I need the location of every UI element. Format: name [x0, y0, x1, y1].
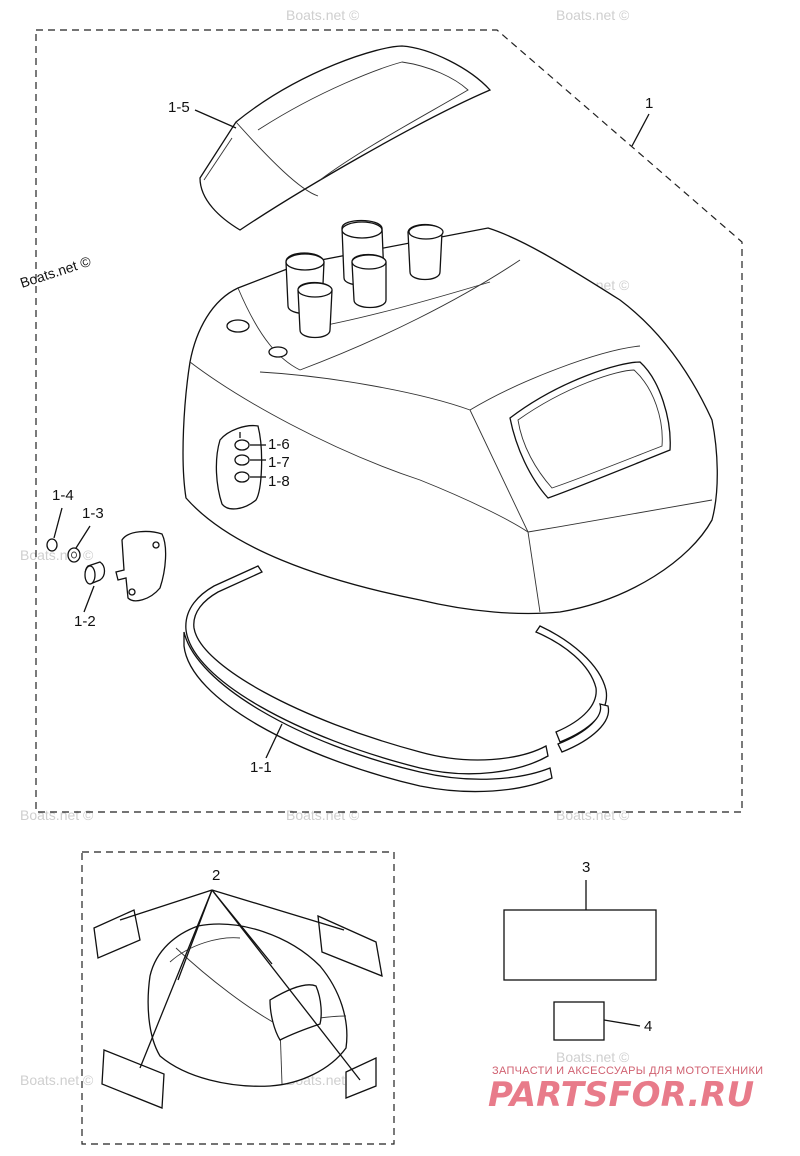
brand-subtitle: ЗАПЧАСТИ И АКСЕССУАРЫ ДЛЯ МОТОТЕХНИКИ: [492, 1065, 763, 1077]
leader-1-3: [75, 525, 91, 549]
leader-4: [603, 1019, 641, 1027]
watermark: Boats.net ©: [556, 807, 630, 823]
callout-1-3: 1-3: [82, 505, 104, 522]
watermark: Boats.net ©: [286, 7, 360, 23]
callout-1-4: 1-4: [52, 487, 74, 504]
top-cap-part: [199, 45, 492, 231]
group-boundary-2: [81, 851, 395, 1145]
callout-2: 2: [212, 867, 220, 884]
leader-1-2: [83, 585, 95, 613]
watermark: Boats.net ©: [556, 1049, 630, 1065]
watermark: Boats.net ©: [20, 807, 94, 823]
cowling-seal: [183, 565, 610, 793]
part-3-label-plate: [503, 909, 657, 981]
leader-1-1: [265, 723, 283, 759]
leader-1-4: [53, 507, 63, 539]
watermark: Boats.net ©: [556, 7, 630, 23]
intake-stacks: [285, 219, 444, 339]
callout-4: 4: [644, 1018, 652, 1035]
group-boundary-1: [35, 29, 743, 813]
latch-hardware: [46, 530, 167, 602]
watermark: Boats.net ©: [20, 1072, 94, 1088]
part-4-label-plate: [553, 1001, 605, 1041]
leader-1-5: [194, 109, 237, 129]
callout-1-1: 1-1: [250, 759, 272, 776]
callout-1-2: 1-2: [74, 613, 96, 630]
callout-1-6: 1-6: [268, 436, 290, 453]
top-cowling: [182, 227, 718, 615]
callout-1-7: 1-7: [268, 454, 290, 471]
decal-cowling-mini: [147, 923, 348, 1087]
brand-logo: PARTSFOR.RU: [488, 1075, 754, 1115]
decal-leaders: [119, 889, 361, 1081]
callout-1-8: 1-8: [268, 473, 290, 490]
leader-1: [631, 113, 650, 147]
watermark: Boats.net ©: [286, 807, 360, 823]
decal-sheets: [93, 909, 383, 1109]
callout-1-5: 1-5: [168, 99, 190, 116]
callout-3: 3: [582, 859, 590, 876]
watermark: Boats.net ©: [20, 547, 94, 563]
callout-1: 1: [645, 95, 653, 112]
watermark-primary: Boats.net ©: [18, 253, 93, 291]
